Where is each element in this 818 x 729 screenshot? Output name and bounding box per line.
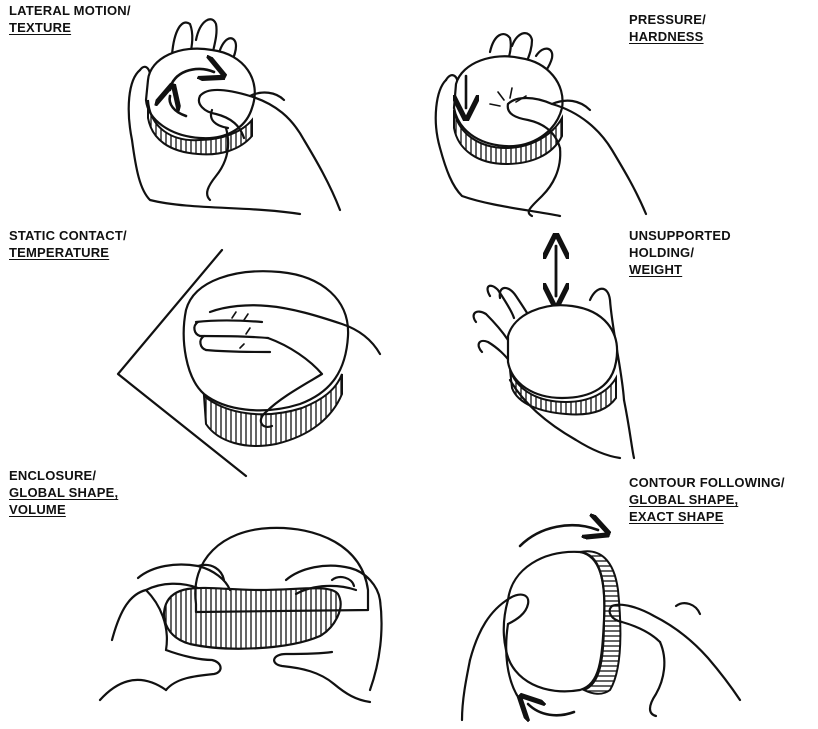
label-lateral-motion: LATERAL MOTION/ TEXTURE: [9, 2, 131, 36]
panel-unsupported-holding: [472, 246, 636, 460]
label-line-underlined: TEXTURE: [9, 20, 72, 35]
label-line: PRESSURE/: [629, 12, 706, 27]
label-line-underlined: VOLUME: [9, 502, 66, 517]
label-line: CONTOUR FOLLOWING/: [629, 475, 785, 490]
label-line-underlined: GLOBAL SHAPE,: [9, 485, 119, 500]
label-pressure: PRESSURE/ HARDNESS: [629, 11, 706, 45]
label-line: STATIC CONTACT/: [9, 228, 127, 243]
label-line-underlined: EXACT SHAPE: [629, 509, 724, 524]
panel-lateral-motion: [127, 18, 342, 216]
label-line: UNSUPPORTED: [629, 228, 731, 243]
panel-pressure: [434, 32, 648, 218]
panel-static-contact: [116, 248, 382, 478]
label-contour-following: CONTOUR FOLLOWING/ GLOBAL SHAPE, EXACT S…: [629, 474, 785, 525]
label-enclosure: ENCLOSURE/ GLOBAL SHAPE, VOLUME: [9, 467, 118, 518]
panel-contour-following: [460, 525, 742, 720]
label-line-underlined: HARDNESS: [629, 29, 704, 44]
panel-enclosure: [98, 526, 383, 704]
label-line-underlined: WEIGHT: [629, 262, 683, 277]
label-line-underlined: GLOBAL SHAPE,: [629, 492, 739, 507]
label-static-contact: STATIC CONTACT/ TEMPERATURE: [9, 227, 127, 261]
label-line-underlined: TEMPERATURE: [9, 245, 110, 260]
label-unsupported-holding: UNSUPPORTED HOLDING/ WEIGHT: [629, 227, 731, 278]
label-line: HOLDING/: [629, 245, 695, 260]
label-line: LATERAL MOTION/: [9, 3, 131, 18]
label-line: ENCLOSURE/: [9, 468, 97, 483]
